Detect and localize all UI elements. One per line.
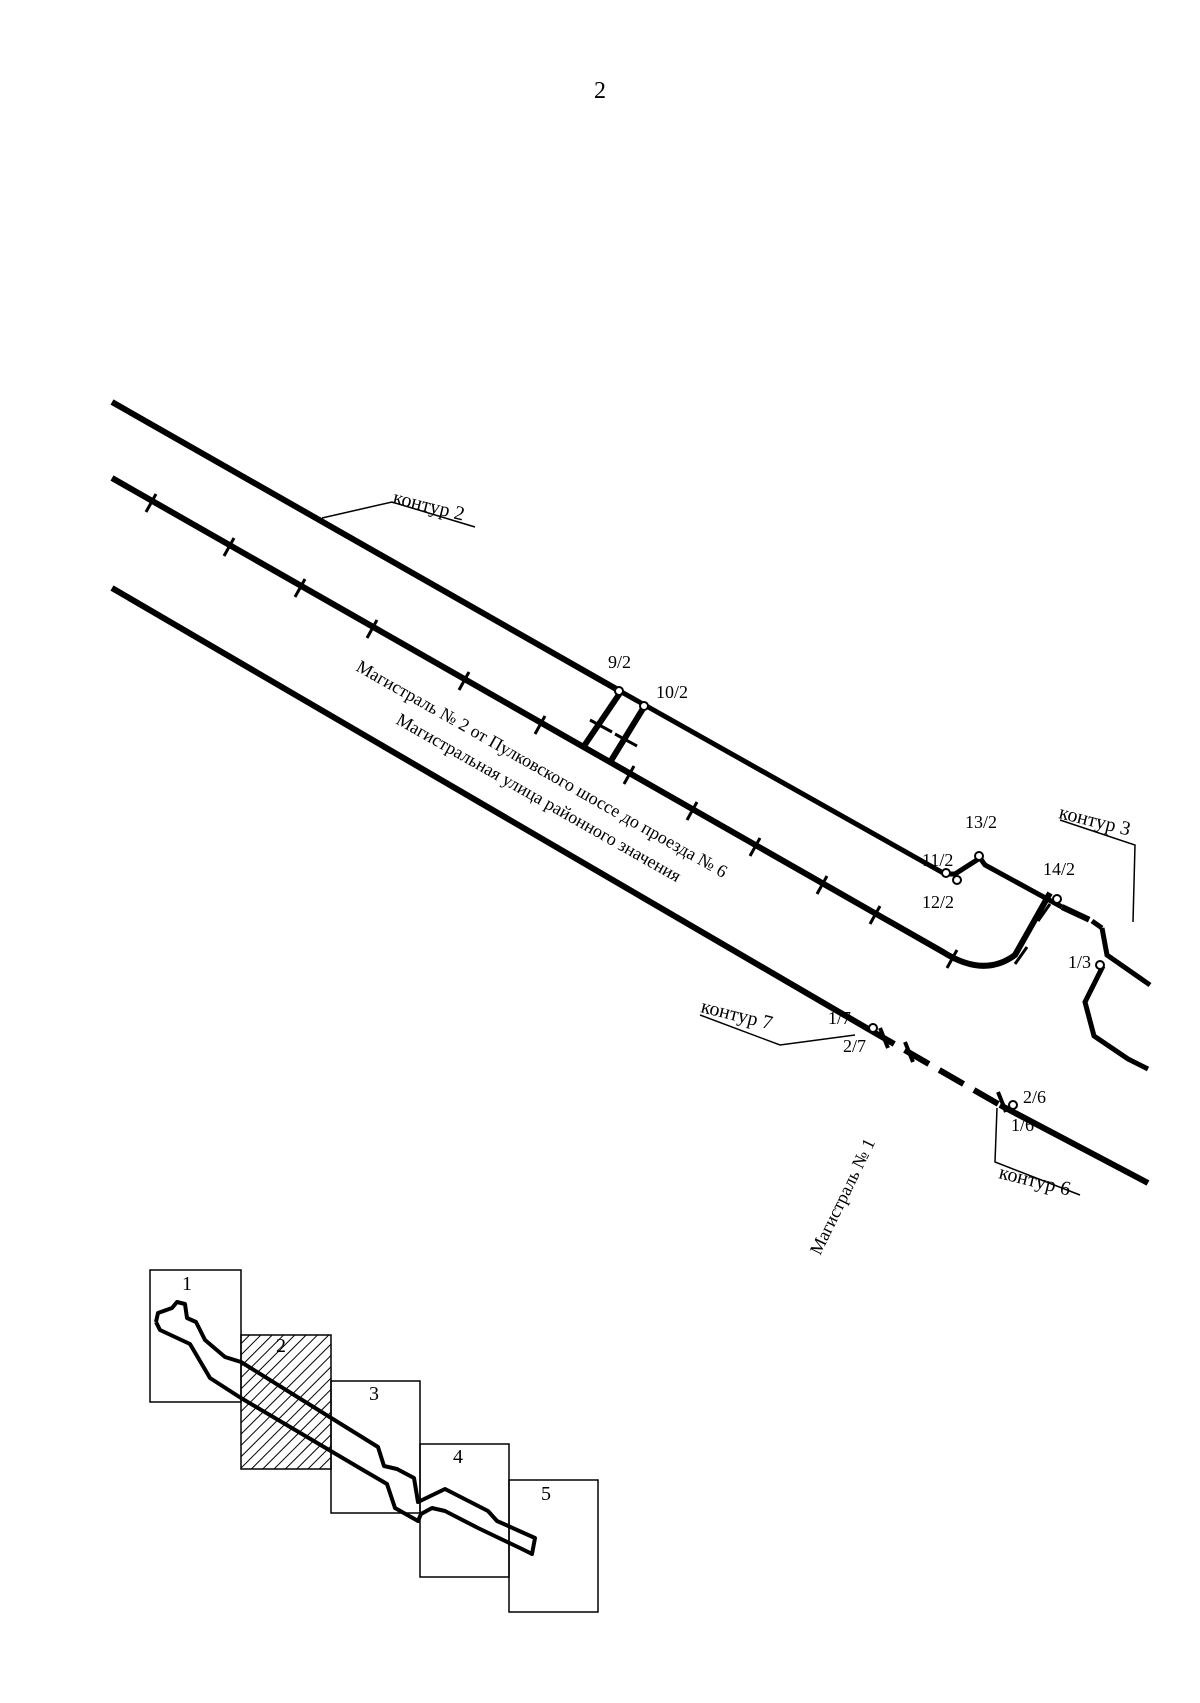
key-map-sheet-label-2: 2 — [276, 1335, 286, 1357]
contour-6-label: контур 6 — [997, 1162, 1073, 1201]
leader-lines — [321, 501, 1136, 1196]
road-label-magistral-1: Магистраль № 1 — [806, 1135, 879, 1258]
crossing-connectors — [579, 691, 647, 766]
survey-point-markers — [614, 686, 1105, 1110]
key-map-sheet-label-4: 4 — [453, 1446, 463, 1468]
key-map-sheet-5 — [508, 1479, 599, 1613]
point-label-13-2: 13/2 — [965, 812, 997, 832]
point-label-1-7: 1/7 — [828, 1008, 851, 1028]
key-map-sheet-1 — [149, 1269, 242, 1403]
road-edge-contour-7-and-6 — [110, 585, 1150, 1186]
key-map-sheet-2 — [240, 1334, 332, 1470]
point-label-14-2: 14/2 — [1043, 859, 1075, 879]
key-map-sheet-label-5: 5 — [541, 1483, 551, 1505]
road-axis-magistral-2 — [110, 475, 1053, 969]
point-label-2-7: 2/7 — [843, 1036, 866, 1056]
point-label-2-6: 2/6 — [1023, 1087, 1046, 1107]
point-label-1-6: 1/6 — [1011, 1115, 1034, 1135]
boundary-contour-3 — [1060, 904, 1152, 1072]
key-map-route-outline — [154, 1300, 537, 1556]
road-label-magistral-2-sub: Магистральная улица районного значения — [393, 709, 685, 886]
key-map-sheet-label-3: 3 — [369, 1383, 379, 1405]
key-map-sheet-4 — [419, 1443, 510, 1578]
point-label-9-2: 9/2 — [608, 652, 631, 672]
point-label-1-3: 1/3 — [1068, 952, 1091, 972]
point-label-12-2: 12/2 — [922, 892, 954, 912]
contour-3-label: контур 3 — [1057, 802, 1133, 841]
contour-2-label: контур 2 — [391, 487, 467, 526]
point-label-10-2: 10/2 — [656, 682, 688, 702]
point-label-11-2: 11/2 — [922, 850, 953, 870]
page-number: 2 — [594, 78, 606, 104]
key-map-sheet-label-1: 1 — [182, 1273, 192, 1295]
key-map: 1 2 3 4 5 — [149, 1269, 599, 1613]
